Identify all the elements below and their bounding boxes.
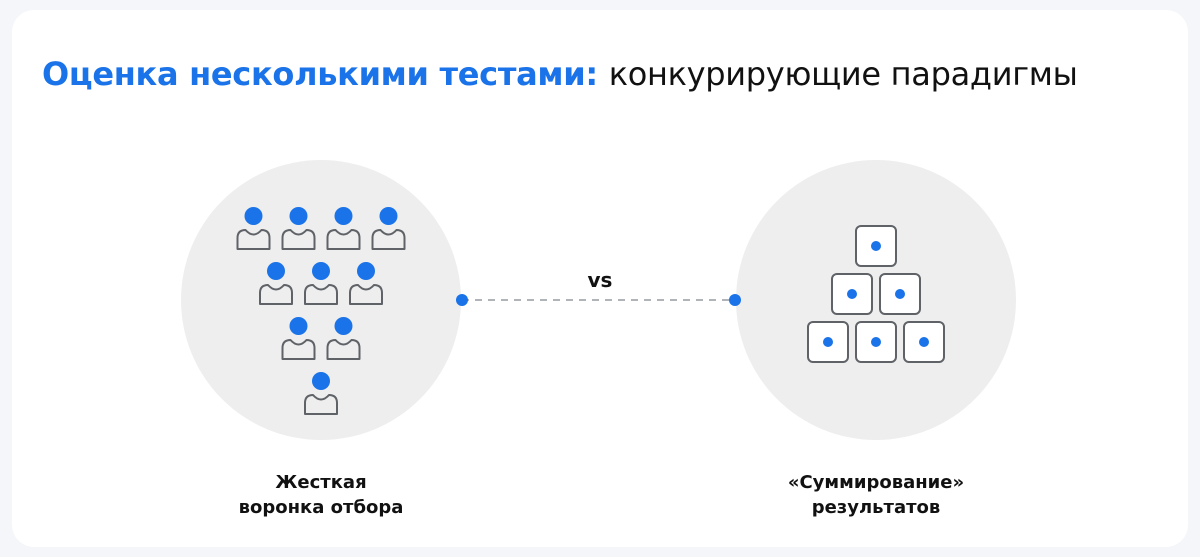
person-icon [304,262,338,305]
person-icon [304,372,338,415]
person-icon [371,207,406,250]
person-icon [259,262,293,305]
title-accent: Оценка несколькими тестами: [42,55,598,93]
person-icon [236,207,271,250]
result-block [855,321,897,363]
right-circle [736,160,1016,440]
left-circle [181,160,461,440]
result-block [879,273,921,315]
selection-funnel-people [236,207,406,415]
slide-title: Оценка несколькими тестами: конкурирующи… [42,55,1078,93]
connector-dot-right [729,294,741,306]
right-caption-line2: результатов [811,497,941,518]
person-icon [281,207,316,250]
left-caption-line1: Жесткая [275,472,367,493]
vs-label: vs [587,268,613,292]
person-icon [326,317,361,360]
title-rest: конкурирующие парадигмы [608,55,1078,93]
person-icon [326,207,361,250]
person-icon [281,317,316,360]
person-icon [349,262,383,305]
result-block [831,273,873,315]
right-caption-line1: «Суммирование» [787,472,965,493]
result-block [855,225,897,267]
connector-dot-left [456,294,468,306]
left-caption-line2: воронка отбора [238,497,404,518]
right-caption: «Суммирование» результатов [716,470,1036,520]
left-caption: Жесткая воронка отбора [161,470,481,520]
result-block [903,321,945,363]
summation-blocks [807,225,945,363]
result-block [807,321,849,363]
